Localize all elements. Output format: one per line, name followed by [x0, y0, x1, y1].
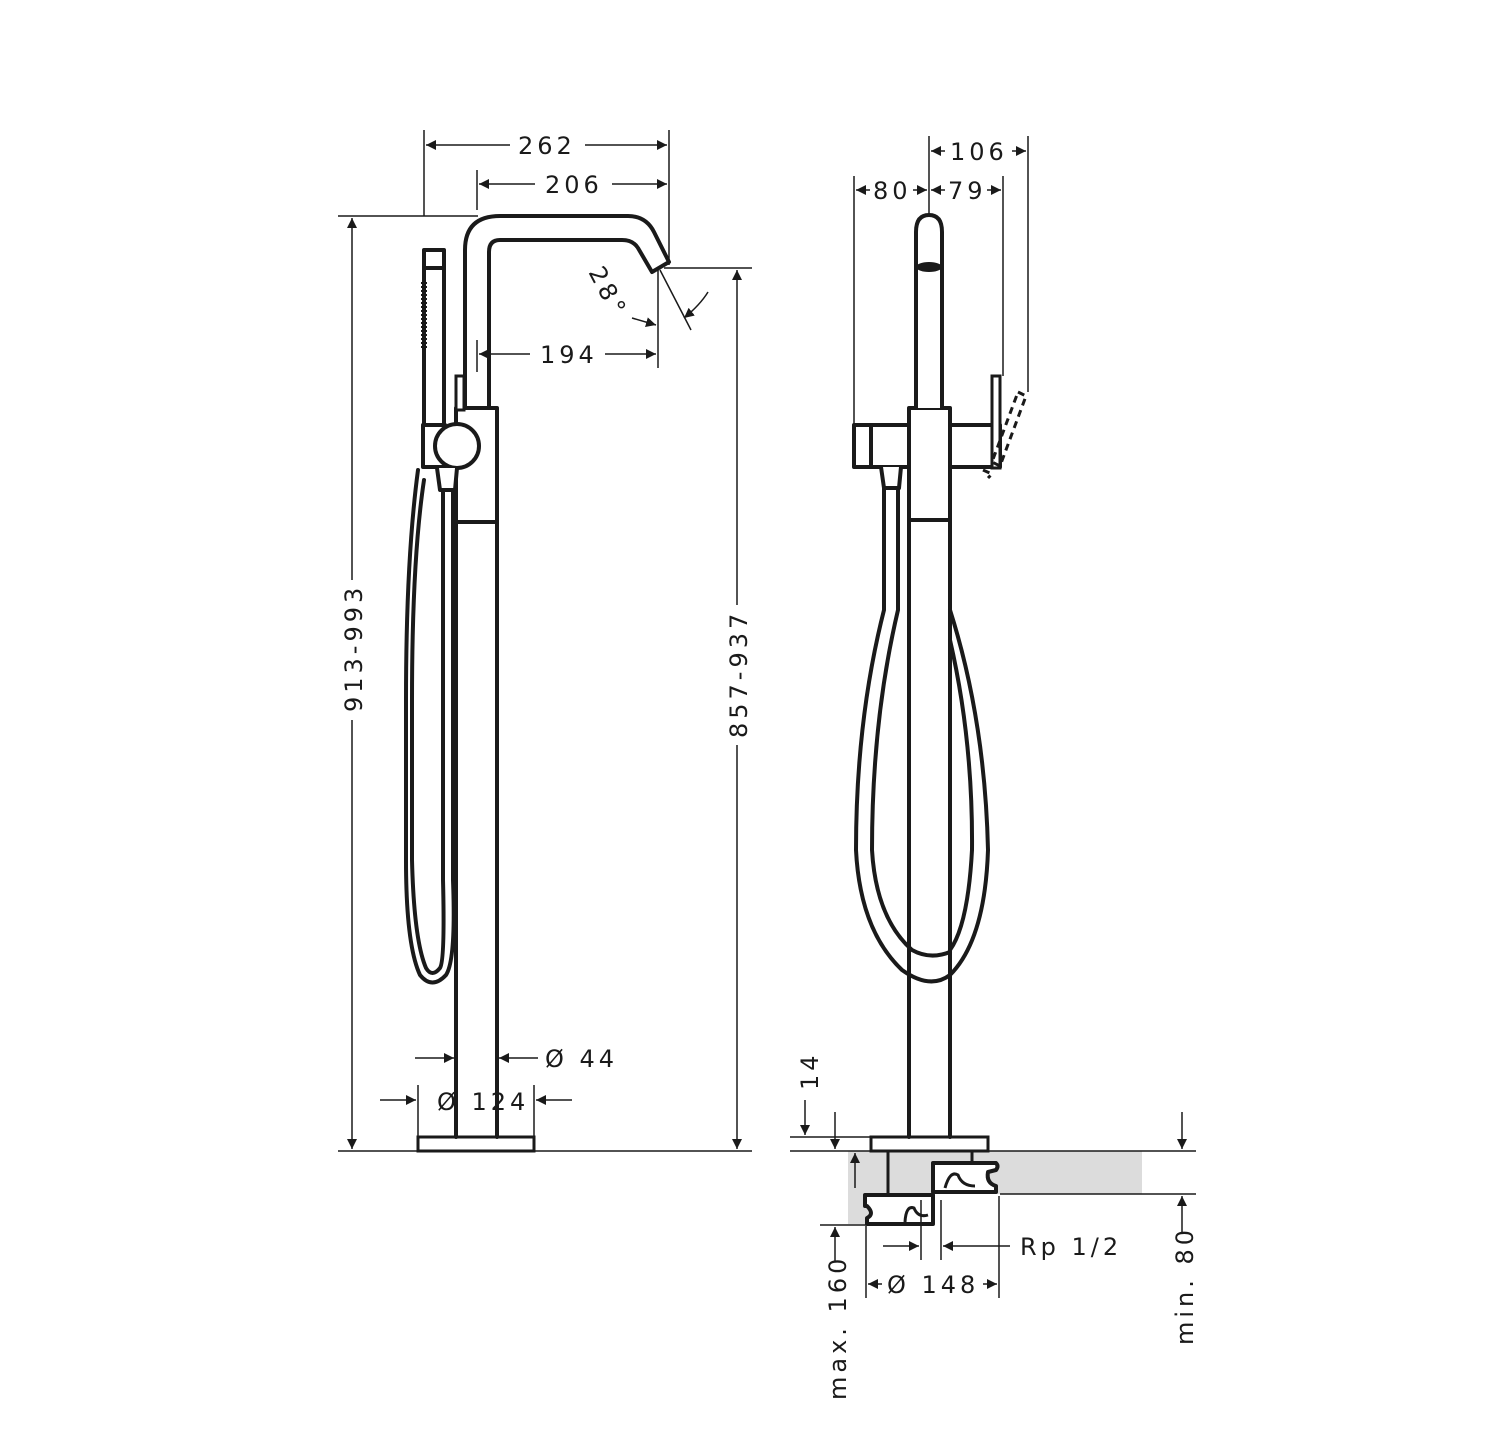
spout — [463, 214, 671, 410]
shower-holder-knob — [433, 422, 481, 470]
dim-79: 79 — [948, 177, 987, 205]
side-base-plate — [869, 1135, 990, 1153]
lever — [454, 374, 466, 412]
dim-base-diameter: Ø 124 — [437, 1088, 529, 1116]
dim-913-993: 913-993 — [340, 584, 368, 712]
hose — [410, 478, 446, 975]
side-spout — [914, 213, 944, 410]
hand-shower — [422, 248, 446, 427]
dim-mount-diameter: Ø 148 — [887, 1271, 979, 1299]
side-lever — [990, 374, 1002, 470]
dim-80: 80 — [873, 177, 912, 205]
base-plate — [416, 1135, 536, 1153]
front-view: 262 206 194 28° 913-993 857-937 Ø 44 — [338, 130, 753, 1153]
mounting-lower — [863, 1193, 935, 1226]
mounting-upper — [931, 1161, 1000, 1194]
dim-angle-28: 28° — [583, 262, 633, 323]
dim-206: 206 — [545, 171, 603, 199]
aerator — [916, 262, 942, 272]
dim-max-160: max. 160 — [824, 1255, 852, 1400]
dim-194: 194 — [540, 341, 598, 369]
dim-106: 106 — [950, 138, 1008, 166]
side-hose — [854, 486, 952, 984]
side-view: 106 80 79 14 max. 160 min. 80 Rp 1/2 — [790, 136, 1199, 1400]
dim-min-80: min. 80 — [1171, 1226, 1199, 1345]
side-mixer-body — [907, 406, 952, 522]
dim-857-937: 857-937 — [725, 610, 753, 738]
dim-thread: Rp 1/2 — [1020, 1233, 1122, 1261]
lever-open-position — [982, 389, 1028, 480]
dim-column-diameter: Ø 44 — [545, 1045, 618, 1073]
side-knob — [852, 423, 873, 469]
dim-262: 262 — [518, 132, 576, 160]
dim-14: 14 — [796, 1051, 824, 1090]
